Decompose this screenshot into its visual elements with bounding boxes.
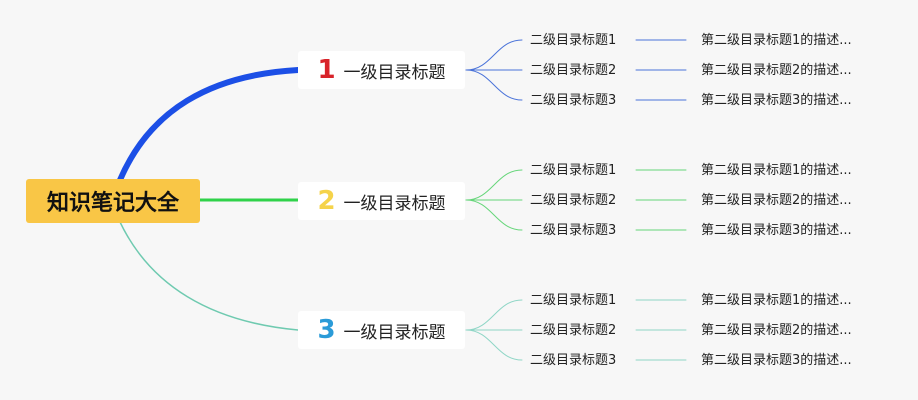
description-3-2[interactable]: 第二级目录标题2的描述... xyxy=(701,323,852,338)
sub-node-2-1[interactable]: 二级目录标题1 xyxy=(530,163,617,178)
branch-node-1[interactable]: 1 一级目录标题 xyxy=(298,51,465,89)
branch-label-2: 一级目录标题 xyxy=(343,193,446,214)
connector-branch-3-sub-1 xyxy=(465,299,523,331)
branch-number-2: 2 xyxy=(317,186,336,216)
root-label: 知识笔记大全 xyxy=(46,191,179,216)
connector-root-branch-1 xyxy=(117,67,301,183)
sub-node-2-2[interactable]: 二级目录标题2 xyxy=(530,193,617,208)
description-2-3[interactable]: 第二级目录标题3的描述... xyxy=(701,223,852,238)
branch-label-1: 一级目录标题 xyxy=(343,62,446,83)
connector-branch-3-sub-3 xyxy=(465,329,523,361)
connector-branch-2-sub-3 xyxy=(465,199,523,231)
description-2-2[interactable]: 第二级目录标题2的描述... xyxy=(701,193,852,208)
sub-node-3-2[interactable]: 二级目录标题2 xyxy=(530,323,617,338)
branch-label-3: 一级目录标题 xyxy=(343,322,446,343)
sub-node-1-2[interactable]: 二级目录标题2 xyxy=(530,63,617,78)
connector-branch-1-sub-3 xyxy=(465,69,523,101)
sub-node-1-1[interactable]: 二级目录标题1 xyxy=(530,33,617,48)
sub-node-3-1[interactable]: 二级目录标题1 xyxy=(530,293,617,308)
root-node[interactable]: 知识笔记大全 xyxy=(26,179,200,223)
branch-number-3: 3 xyxy=(317,315,336,345)
branch-number-1: 1 xyxy=(317,55,336,85)
sub-node-1-3[interactable]: 二级目录标题3 xyxy=(530,93,617,108)
description-1-3[interactable]: 第二级目录标题3的描述... xyxy=(701,93,852,108)
description-2-1[interactable]: 第二级目录标题1的描述... xyxy=(701,163,852,178)
description-1-1[interactable]: 第二级目录标题1的描述... xyxy=(701,33,852,48)
description-1-2[interactable]: 第二级目录标题2的描述... xyxy=(701,63,852,78)
description-3-1[interactable]: 第二级目录标题1的描述... xyxy=(701,293,852,308)
sub-node-2-3[interactable]: 二级目录标题3 xyxy=(530,223,617,238)
connector-branch-2-sub-1 xyxy=(465,169,523,201)
branch-node-3[interactable]: 3 一级目录标题 xyxy=(298,311,465,349)
connector-root-branch-3 xyxy=(119,221,299,331)
sub-node-3-3[interactable]: 二级目录标题3 xyxy=(530,353,617,368)
branch-node-2[interactable]: 2 一级目录标题 xyxy=(298,182,465,220)
connector-branch-1-sub-1 xyxy=(465,39,523,71)
description-3-3[interactable]: 第二级目录标题3的描述... xyxy=(701,353,852,368)
